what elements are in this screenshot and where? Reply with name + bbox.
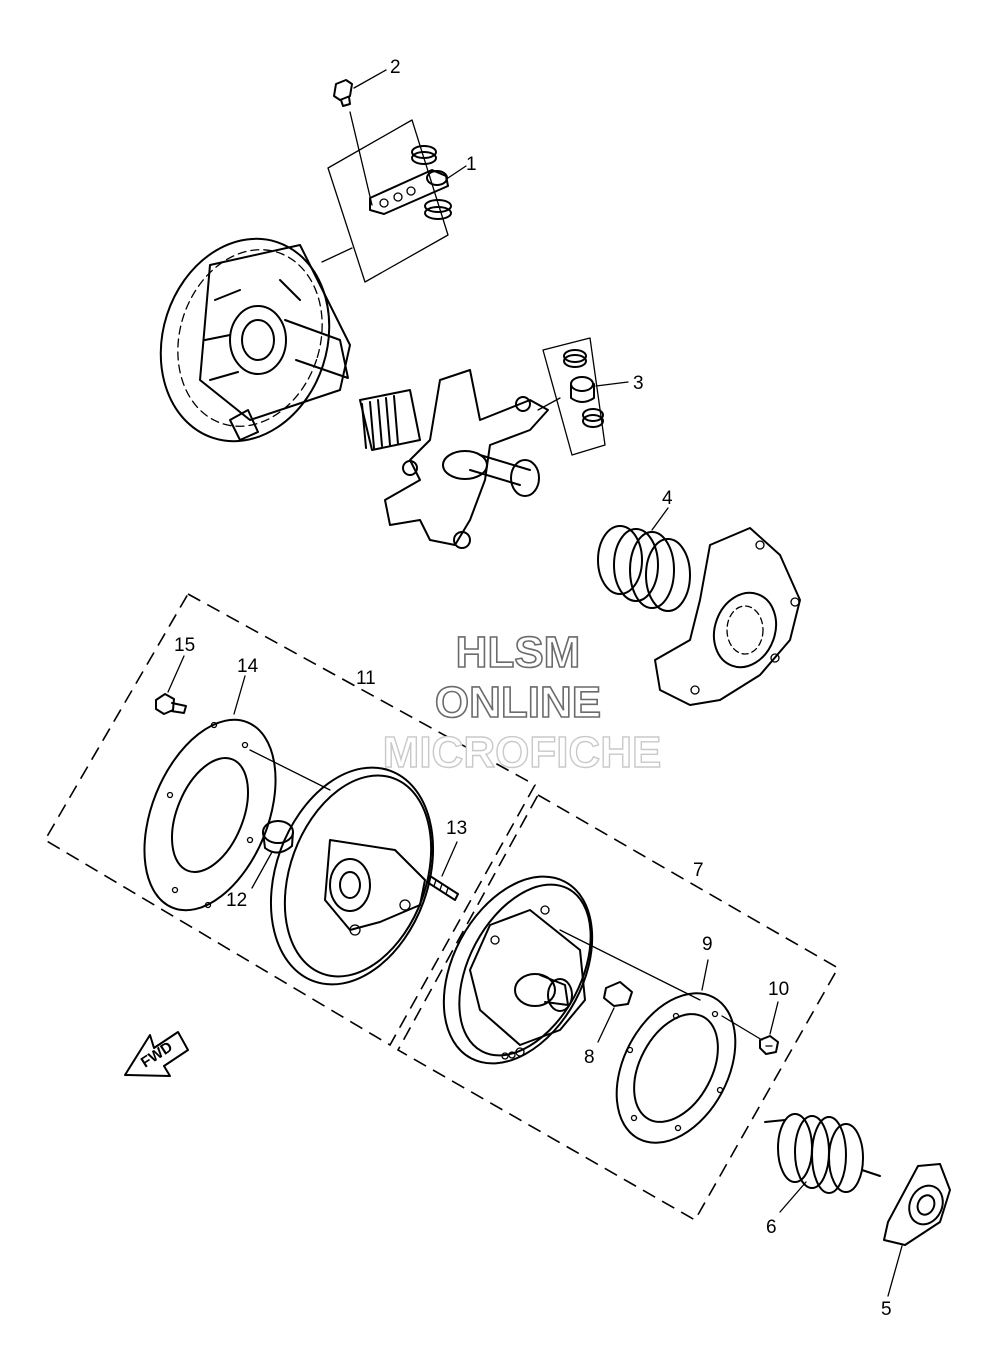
callout-1: 1 [466, 154, 477, 175]
fwd-arrow-icon: FWD [124, 1031, 189, 1077]
callout-7: 7 [693, 860, 704, 881]
group-bracket-1 [327, 119, 449, 283]
leader-line-5 [887, 1245, 903, 1297]
group-box-7 [396, 793, 840, 1222]
leader-line-12 [251, 851, 273, 889]
callout-9: 9 [702, 934, 713, 955]
callout-2: 2 [390, 57, 401, 78]
primary-sheave-housing[interactable] [135, 217, 355, 464]
bushing-part-3[interactable] [563, 349, 604, 428]
spider-hub[interactable] [359, 369, 549, 549]
watermark-line-3: MICROFICHE [383, 728, 662, 777]
sheave-part-7[interactable] [414, 851, 623, 1089]
screw-part-15[interactable] [155, 693, 187, 715]
plate-part-9[interactable] [593, 973, 760, 1163]
weight-part-8[interactable] [603, 981, 633, 1007]
leader-line-15 [167, 655, 185, 693]
leader-line-4 [651, 507, 669, 531]
leader-line-9 [701, 959, 709, 991]
leader-line-2 [353, 69, 387, 89]
callout-15: 15 [174, 635, 195, 656]
sheave-part-11[interactable] [242, 745, 461, 1007]
callout-14: 14 [237, 656, 259, 677]
callout-12: 12 [226, 890, 247, 911]
leader-line-8 [597, 1007, 615, 1043]
screw-part-10[interactable] [759, 1035, 779, 1055]
callout-6: 6 [766, 1217, 777, 1238]
leader-line-10 [769, 1001, 779, 1035]
stud-part-13[interactable] [426, 875, 459, 901]
leader-line-1 [447, 165, 467, 179]
watermark-line-1: HLSM [456, 628, 581, 677]
leader-line-13 [441, 841, 458, 877]
callout-13: 13 [446, 818, 467, 839]
plate-part-14[interactable] [119, 701, 301, 930]
spring-part-6[interactable] [764, 1113, 881, 1194]
callout-11: 11 [356, 668, 376, 689]
group-box-11 [43, 592, 537, 1047]
arm-part-1[interactable] [369, 145, 452, 220]
cover-plate[interactable] [654, 527, 801, 706]
spring-part-4[interactable] [597, 525, 691, 612]
cap-part-5[interactable] [883, 1163, 951, 1246]
group-bracket-3 [542, 337, 606, 456]
leader-line-6 [779, 1181, 807, 1213]
bushing-part-12[interactable] [262, 820, 294, 854]
leader-line-3 [595, 381, 629, 387]
callout-5: 5 [881, 1299, 892, 1320]
callout-8: 8 [584, 1047, 595, 1068]
callout-10: 10 [768, 979, 789, 1000]
bolt-part-2[interactable] [333, 79, 353, 107]
watermark-line-2: ONLINE [435, 678, 601, 727]
callout-3: 3 [633, 373, 644, 394]
callout-4: 4 [662, 488, 673, 509]
leader-line-14 [233, 675, 246, 715]
